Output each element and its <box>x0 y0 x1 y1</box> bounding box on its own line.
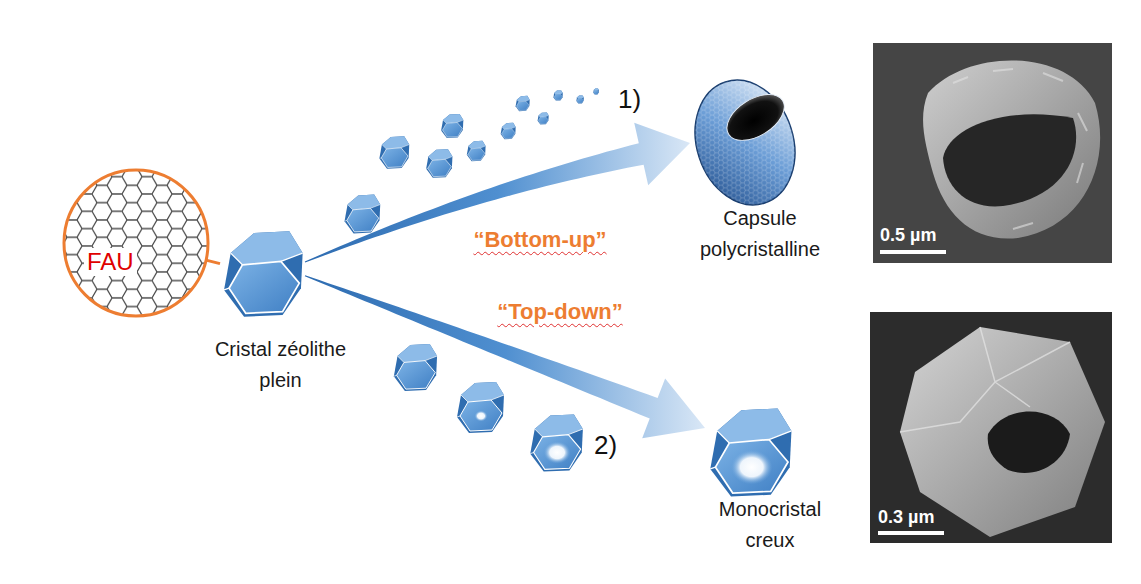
synthesis-arrow <box>305 123 690 263</box>
sem-image-picture <box>870 312 1112 543</box>
crystal-fragment <box>379 136 409 168</box>
crystal-fragment <box>501 123 516 139</box>
scale-bar-label: 0.5 µm <box>880 225 936 246</box>
capsule-label: Capsule polycristalline <box>680 203 840 265</box>
label-anchor: “Bottom-up” <box>473 226 606 255</box>
crystal-fragment <box>394 344 437 391</box>
synthesis-arrow <box>305 275 705 438</box>
scale-bar-label: 0.3 µm <box>878 507 934 528</box>
zeolite-crystal: Cristal zéolithe plein <box>220 228 305 320</box>
crystal-fragment <box>538 112 549 124</box>
crystal-fragment <box>426 149 452 178</box>
circle-ground <box>64 170 208 316</box>
framework-code: FAU <box>84 248 137 276</box>
hollowing-crystal <box>530 414 583 471</box>
sem-image: 0.5 µm <box>873 43 1112 263</box>
framework-circle-outline <box>62 168 210 318</box>
framework-circle: FAU <box>62 168 210 318</box>
hollow-crystal-outline <box>705 405 795 500</box>
hollow-crystal-picture <box>710 408 791 496</box>
method-label: “Bottom-up” <box>473 226 606 255</box>
framework-lattice <box>64 170 208 316</box>
crystal-fragment <box>516 96 530 111</box>
crystal-fragment <box>593 88 599 94</box>
crystal-fragment <box>576 95 584 103</box>
zeolite-crystal-picture <box>224 231 303 316</box>
sem-image: 0.3 µm <box>870 312 1112 543</box>
label-anchor: 1) <box>618 84 641 114</box>
sem-image-picture <box>873 43 1112 263</box>
crystal-label: Cristal zéolithe plein <box>193 334 368 396</box>
crystal-label: Monocristal creux <box>695 494 845 556</box>
method-label: “Top-down” <box>497 298 622 327</box>
zeolite-crystal-outline <box>220 228 305 320</box>
callout-number: 1) <box>618 84 641 114</box>
callout-number: 2) <box>594 430 617 460</box>
label-anchor: “Top-down” <box>497 298 622 327</box>
polycrystal-capsule-picture <box>679 67 810 218</box>
circle-outline <box>64 170 208 316</box>
crystal-fragment <box>345 195 381 234</box>
hollow-crystal: Monocristal creux <box>705 405 795 500</box>
label-anchor: 2) <box>594 430 617 460</box>
crystal-fragment <box>467 141 486 161</box>
crystal-fragment <box>441 114 463 138</box>
polycrystal-capsule-outline <box>690 75 800 210</box>
crystal-fragment <box>553 90 562 100</box>
polycrystal-capsule: Capsule polycristalline <box>690 75 800 210</box>
hollowing-crystal <box>457 382 504 433</box>
zoom-line <box>206 260 220 263</box>
